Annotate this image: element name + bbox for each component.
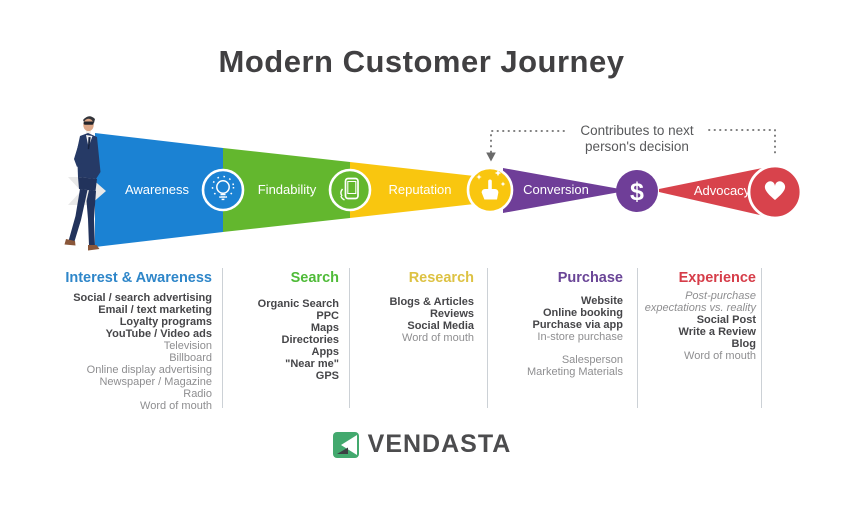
list-item: Television bbox=[163, 340, 212, 352]
reputation-label: Reputation bbox=[389, 182, 452, 197]
smartphone-hand-icon bbox=[340, 177, 359, 201]
conversion-segment bbox=[503, 168, 620, 213]
vendasta-logo-icon bbox=[332, 431, 359, 458]
list-item: Write a Review bbox=[678, 326, 756, 338]
list-item: Word of mouth bbox=[402, 332, 474, 344]
column-interest-awareness: Interest & Awareness Social / search adv… bbox=[38, 268, 223, 412]
list-item bbox=[488, 343, 623, 354]
feedback-annotation-line2: person's decision bbox=[585, 139, 689, 154]
businessman-illustration bbox=[64, 116, 101, 251]
reputation-segment bbox=[350, 162, 492, 218]
list-item: "Near me" bbox=[285, 358, 339, 370]
list-item: Directories bbox=[281, 334, 339, 346]
lightbulb-icon bbox=[201, 168, 245, 212]
column-heading-search: Search bbox=[290, 270, 339, 286]
list-item: Social / search advertising bbox=[73, 292, 212, 304]
list-item: Blogs & Articles bbox=[389, 296, 474, 308]
list-item: YouTube / Video ads bbox=[105, 328, 212, 340]
findability-segment bbox=[223, 148, 350, 232]
dollar-icon bbox=[616, 170, 658, 212]
list-item: Email / text marketing bbox=[98, 304, 212, 316]
conversion-label: Conversion bbox=[523, 182, 589, 197]
heart-icon bbox=[764, 181, 786, 200]
list-item: Salesperson bbox=[561, 354, 623, 366]
page-title: Modern Customer Journey bbox=[218, 44, 625, 79]
arrow-down-icon bbox=[486, 152, 496, 162]
list-item: Maps bbox=[310, 322, 339, 334]
list-item: Reviews bbox=[429, 308, 474, 320]
advocacy-label: Advocacy bbox=[694, 183, 751, 198]
list-item: Newspaper / Magazine bbox=[99, 376, 212, 388]
list-item: Organic Search bbox=[257, 298, 339, 310]
list-item: Post-purchase bbox=[685, 290, 756, 302]
awareness-label: Awareness bbox=[125, 182, 190, 197]
list-item: Blog bbox=[731, 338, 756, 350]
list-item: Radio bbox=[183, 388, 212, 400]
list-item: Apps bbox=[311, 346, 340, 358]
click-sparkle-icon bbox=[476, 169, 506, 200]
awareness-segment bbox=[95, 133, 223, 247]
list-item: GPS bbox=[315, 370, 339, 382]
vendasta-logo-text: VENDASTA bbox=[367, 430, 512, 458]
list-item: expectations vs. reality bbox=[644, 302, 756, 314]
feedback-annotation-line1: Contributes to next bbox=[580, 123, 694, 138]
list-item: In-store purchase bbox=[537, 331, 623, 343]
list-item: Word of mouth bbox=[140, 400, 212, 412]
list-item: Purchase via app bbox=[532, 319, 624, 331]
advocacy-segment bbox=[659, 165, 777, 219]
list-item: Billboard bbox=[169, 352, 212, 364]
lightbulb-icon bbox=[211, 175, 235, 201]
list-item: Marketing Materials bbox=[527, 366, 623, 378]
list-item: Word of mouth bbox=[684, 350, 756, 362]
findability-label: Findability bbox=[258, 182, 317, 197]
list-item: PPC bbox=[316, 310, 339, 322]
feedback-dotted-path bbox=[490, 129, 776, 158]
column-heading-purchase: Purchase bbox=[557, 270, 623, 286]
list-item: Social Post bbox=[696, 314, 756, 326]
customer-journey-funnel: $ Awareness Findability Reputation Conve… bbox=[64, 116, 803, 251]
dollar-icon: $ bbox=[630, 178, 644, 206]
column-heading-interest-awareness: Interest & Awareness bbox=[65, 270, 212, 286]
column-heading-research: Research bbox=[408, 270, 474, 286]
vendasta-logo: VENDASTA bbox=[0, 430, 843, 459]
list-item: Social Media bbox=[407, 320, 474, 332]
list-item: Loyalty programs bbox=[119, 316, 212, 328]
list-item: Website bbox=[581, 295, 623, 307]
list-item: Online booking bbox=[542, 307, 623, 319]
smartphone-hand-icon bbox=[328, 168, 372, 212]
list-item: Online display advertising bbox=[86, 364, 212, 376]
column-heading-experience: Experience bbox=[678, 270, 756, 286]
